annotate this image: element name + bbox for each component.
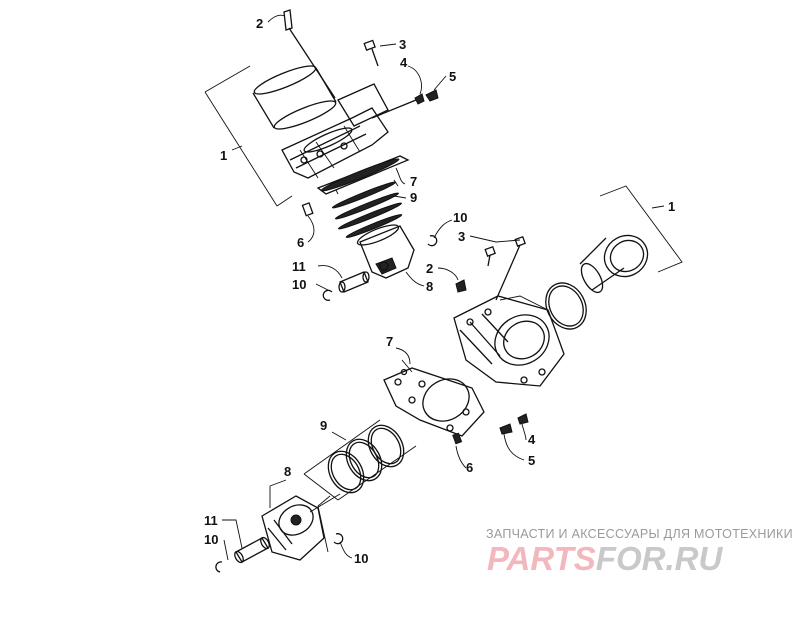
top-leader-8 <box>405 271 425 287</box>
top-cylinder-liner <box>252 65 337 130</box>
bottom-cylinder-assembly: 1 <box>204 185 683 573</box>
bottom-stud-2 <box>455 279 467 293</box>
bottom-cylinder-block <box>453 295 565 387</box>
top-leader-5 <box>433 75 447 91</box>
bottom-callout-6: 6 <box>466 460 473 475</box>
bottom-leader-11 <box>222 519 243 549</box>
top-callout-3: 3 <box>399 37 406 52</box>
bottom-bolt-4 <box>517 413 529 425</box>
top-callout-6: 6 <box>297 235 304 250</box>
top-leader-10b <box>315 283 329 291</box>
top-callout-10b: 10 <box>292 277 306 292</box>
top-callout-10a: 10 <box>453 210 467 225</box>
top-leader-10a <box>433 219 453 239</box>
top-callout-5: 5 <box>449 69 456 84</box>
top-callout-1: 1 <box>220 148 227 163</box>
top-stud-2 <box>283 9 336 99</box>
bottom-dowel-6 <box>452 432 463 445</box>
bottom-leader-10b <box>339 541 353 559</box>
bottom-leader-3 <box>469 235 521 243</box>
bottom-callout-1: 1 <box>668 199 675 214</box>
bottom-piston-pin-11 <box>234 536 270 564</box>
top-piston-8 <box>356 224 415 279</box>
bottom-callout-7: 7 <box>386 334 393 349</box>
bottom-cylinder-liner <box>579 234 649 294</box>
top-bolt-4 <box>371 93 425 119</box>
top-cylinder-assembly: 1 2 3 <box>204 9 467 301</box>
watermark-logo-part2: FOR.RU <box>596 540 724 577</box>
top-gasket-7 <box>316 155 410 195</box>
top-piston-rings-9 <box>331 179 403 238</box>
watermark-logo: PARTSFOR.RU <box>487 540 723 577</box>
top-dowel-6 <box>301 202 314 217</box>
top-callout-2: 2 <box>256 16 263 31</box>
top-piston-pin-11 <box>338 271 370 293</box>
bottom-leader-9 <box>331 431 347 441</box>
top-callout-11: 11 <box>292 259 306 274</box>
bottom-bracket-1 <box>599 185 683 273</box>
top-circlip-10-lower <box>322 289 333 301</box>
top-bolt-3 <box>363 39 379 67</box>
top-leader-6 <box>307 215 315 243</box>
top-callout-8: 8 <box>426 279 433 294</box>
bottom-leader-6 <box>455 445 467 469</box>
bottom-callout-9: 9 <box>320 418 327 433</box>
bottom-leader-4 <box>521 423 527 441</box>
top-leader-1 <box>231 145 243 151</box>
top-circlip-10-upper <box>427 235 438 247</box>
top-leader-7 <box>395 167 406 185</box>
top-bracket-1 <box>204 65 293 207</box>
bottom-leader-1 <box>651 205 665 209</box>
top-leader-2 <box>267 14 286 23</box>
bottom-callout-11: 11 <box>204 513 218 528</box>
watermark: ЗАПЧАСТИ И АКСЕССУАРЫ ДЛЯ МОТОТЕХНИКИ PA… <box>486 527 793 577</box>
bottom-leader-8 <box>269 479 287 508</box>
bottom-circlip-10-left <box>215 561 223 573</box>
bottom-callout-2: 2 <box>426 261 433 276</box>
top-washer-5 <box>425 89 439 102</box>
top-leader-11 <box>317 265 343 279</box>
bottom-assembly-guide-line <box>317 495 331 553</box>
top-leader-9 <box>393 195 407 199</box>
bottom-circlip-10-right <box>333 533 344 545</box>
top-callout-9: 9 <box>410 190 417 205</box>
bottom-callout-10a: 10 <box>204 532 218 547</box>
top-leader-4 <box>407 65 422 95</box>
top-callout-7: 7 <box>410 174 417 189</box>
watermark-logo-part1: PARTS <box>487 540 596 577</box>
bottom-washer-5 <box>499 423 513 435</box>
bottom-callout-3: 3 <box>458 229 465 244</box>
bottom-gasket-7 <box>383 359 485 437</box>
bottom-callout-4: 4 <box>528 432 536 447</box>
bottom-piston-rings-9 <box>303 419 417 501</box>
top-cylinder-block <box>281 83 389 179</box>
bottom-bolts-3 <box>484 235 526 301</box>
bottom-callout-5: 5 <box>528 453 535 468</box>
bottom-leader-5 <box>503 433 525 461</box>
bottom-leader-2 <box>437 267 459 281</box>
top-callout-4: 4 <box>400 55 408 70</box>
bottom-piston-8 <box>261 493 341 561</box>
top-leader-3 <box>379 43 397 47</box>
bottom-leader-7 <box>395 347 411 365</box>
bottom-callout-10b: 10 <box>354 551 368 566</box>
bottom-leader-10a <box>223 539 229 561</box>
watermark-caption: ЗАПЧАСТИ И АКСЕССУАРЫ ДЛЯ МОТОТЕХНИКИ <box>486 527 793 541</box>
bottom-callout-8: 8 <box>284 464 291 479</box>
